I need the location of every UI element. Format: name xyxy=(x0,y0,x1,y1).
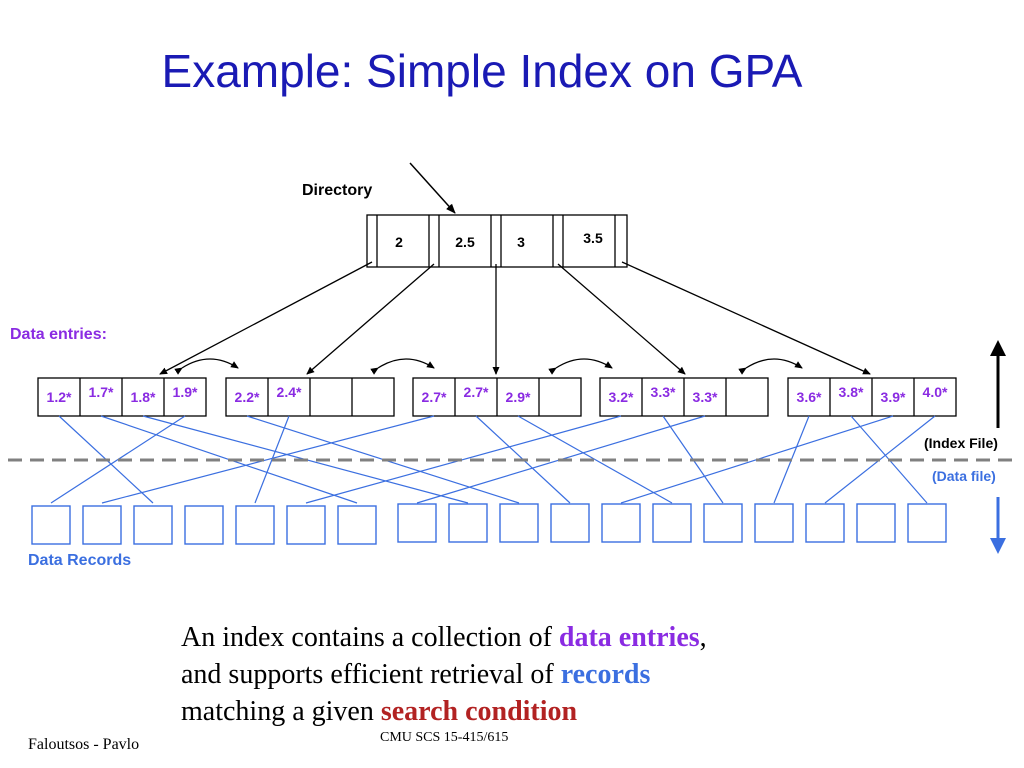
record-link-line xyxy=(517,415,673,504)
footer-course: CMU SCS 15-415/615 xyxy=(380,730,509,745)
data-record xyxy=(601,503,641,543)
data-entry-label: 3.8* xyxy=(839,384,864,400)
leaf-page: 2.7* 2.7* 2.9* xyxy=(412,377,582,417)
slide-title: Example: Simple Index on GPA xyxy=(161,45,803,97)
data-entry-label: 2.7* xyxy=(464,384,489,400)
directory-pointers xyxy=(159,261,871,375)
leaf-page: 3.6* 3.8* 3.9* 4.0* xyxy=(787,377,957,417)
data-entry-label: 1.8* xyxy=(131,389,156,405)
data-entry-label: 1.7* xyxy=(89,384,114,400)
data-entries-label: Data entries: xyxy=(10,326,107,343)
data-entry-label: 2.9* xyxy=(506,389,531,405)
data-entry-label: 4.0* xyxy=(923,384,948,400)
caption-line-3: matching a given search condition xyxy=(181,696,578,727)
data-record xyxy=(82,505,122,545)
data-record xyxy=(907,503,947,543)
data-entry-label: 1.9* xyxy=(173,384,198,400)
data-entry-label: 3.6* xyxy=(797,389,822,405)
data-record xyxy=(286,505,326,545)
caption-line-1: An index contains a collection of data e… xyxy=(181,622,707,653)
keyword-records: records xyxy=(560,659,651,690)
data-record xyxy=(448,503,488,543)
data-entry-label: 2.2* xyxy=(235,389,260,405)
index-file-label: (Index File) xyxy=(924,435,998,451)
index-file-arrowhead xyxy=(990,340,1006,356)
data-record xyxy=(703,503,743,543)
data-record xyxy=(550,503,590,543)
leaf-page: 2.2* 2.4* xyxy=(225,377,395,417)
record-link-line xyxy=(305,415,622,504)
directory-node: 2 2.5 3 3.5 xyxy=(366,214,628,268)
data-records xyxy=(31,503,947,545)
data-entry-label: 3.3* xyxy=(693,389,718,405)
data-entry-label: 3.3* xyxy=(651,384,676,400)
caption: An index contains a collection of data e… xyxy=(181,619,961,730)
data-file-label: (Data file) xyxy=(932,468,996,484)
directory-key: 2 xyxy=(395,234,403,250)
data-records-label: Data Records xyxy=(28,552,131,569)
data-record xyxy=(754,503,794,543)
data-entry-label: 2.4* xyxy=(277,384,302,400)
leaf-pages: 1.2* 1.7* 1.8* 1.9* 2.2* 2.4* 2.7* 2.7* 2.9* 3.2*… xyxy=(37,377,957,417)
data-record xyxy=(397,503,437,543)
data-record xyxy=(133,505,173,545)
leaf-page: 3.2* 3.3* 3.3* xyxy=(599,377,769,417)
data-record xyxy=(184,505,224,545)
directory-label: Directory xyxy=(302,182,372,199)
data-entry-label: 2.7* xyxy=(422,389,447,405)
data-record xyxy=(805,503,845,543)
sibling-arrows xyxy=(174,358,803,375)
data-record xyxy=(235,505,275,545)
leaf-page: 1.2* 1.7* 1.8* 1.9* xyxy=(37,377,207,417)
directory-key: 2.5 xyxy=(455,234,475,250)
directory-key: 3 xyxy=(517,234,525,250)
data-entry-label: 1.2* xyxy=(47,389,72,405)
data-record xyxy=(337,505,377,545)
record-link-line xyxy=(101,415,435,504)
data-record xyxy=(856,503,896,543)
data-record xyxy=(31,505,71,545)
data-record xyxy=(652,503,692,543)
data-entry-label: 3.9* xyxy=(881,389,906,405)
directory-key: 3.5 xyxy=(583,230,603,246)
keyword-search-condition: search condition xyxy=(380,696,578,727)
footer-author: Faloutsos - Pavlo xyxy=(28,736,140,753)
keyword-data-entries: data entries xyxy=(558,622,700,653)
data-file-arrowhead xyxy=(990,538,1006,554)
caption-line-2: and supports efficient retrieval of reco… xyxy=(181,659,651,690)
data-entry-label: 3.2* xyxy=(609,389,634,405)
data-record xyxy=(499,503,539,543)
directory-pointer-arrow xyxy=(409,162,456,214)
